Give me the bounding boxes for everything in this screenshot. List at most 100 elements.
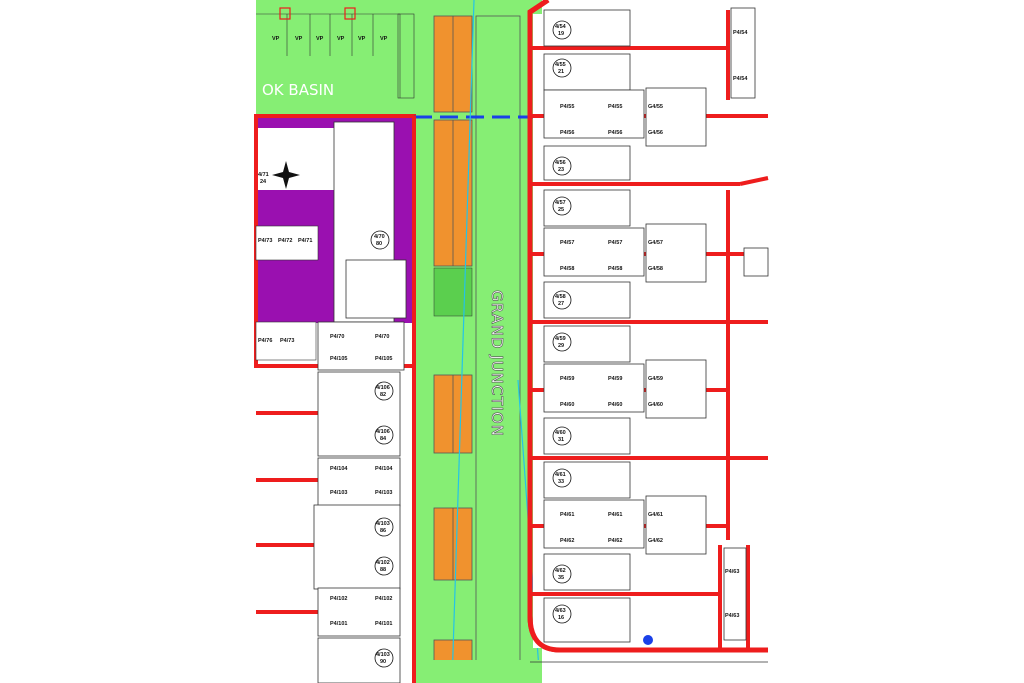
- vp-bays: [256, 7, 415, 99]
- svg-text:4/54: 4/54: [555, 24, 567, 30]
- svg-text:G4/56: G4/56: [648, 130, 663, 136]
- svg-text:4/57: 4/57: [555, 200, 566, 206]
- svg-text:33: 33: [558, 479, 564, 485]
- plot-marker: 4/103 86: [374, 517, 394, 537]
- svg-text:P4/58: P4/58: [608, 266, 622, 272]
- svg-text:P4/76: P4/76: [258, 338, 272, 344]
- svg-text:P4/60: P4/60: [560, 402, 574, 408]
- svg-text:4/103: 4/103: [376, 521, 390, 527]
- svg-text:G4/55: G4/55: [648, 104, 663, 110]
- svg-text:4/102: 4/102: [376, 560, 390, 566]
- purple-zone: [254, 114, 416, 368]
- svg-text:G4/59: G4/59: [648, 376, 663, 382]
- svg-text:31: 31: [558, 437, 564, 443]
- plot-marker: 4/106 84: [374, 425, 394, 445]
- svg-text:84: 84: [380, 436, 387, 442]
- svg-text:P4/73: P4/73: [280, 338, 294, 344]
- svg-text:P4/59: P4/59: [608, 376, 622, 382]
- svg-text:4/106: 4/106: [376, 385, 390, 391]
- small-label-2: 24: [260, 179, 267, 185]
- svg-text:P4/70: P4/70: [375, 334, 389, 340]
- svg-text:VP: VP: [295, 36, 303, 42]
- cyan-line-1: [451, 0, 475, 683]
- basin-label: OK BASIN: [262, 81, 334, 99]
- svg-text:P4/102: P4/102: [375, 596, 392, 602]
- plot-marker: 4/60 31: [552, 426, 572, 446]
- svg-text:G4/58: G4/58: [648, 266, 663, 272]
- svg-text:4/70: 4/70: [374, 234, 385, 240]
- svg-text:P4/56: P4/56: [560, 130, 574, 136]
- plot-marker: 4/63 16: [552, 604, 572, 624]
- svg-text:P4/54: P4/54: [733, 76, 748, 82]
- svg-text:VP: VP: [316, 36, 324, 42]
- purple-parking-labels: P4/73 P4/72 P4/71 P4/76 P4/73: [258, 238, 312, 344]
- svg-text:P4/63: P4/63: [725, 613, 739, 619]
- svg-text:21: 21: [558, 69, 564, 75]
- svg-text:VP: VP: [272, 36, 280, 42]
- svg-text:P4/71: P4/71: [298, 238, 312, 244]
- left-plot-buildings: [313, 321, 405, 683]
- svg-text:P4/55: P4/55: [608, 104, 622, 110]
- svg-text:P4/61: P4/61: [608, 512, 622, 518]
- svg-text:G4/62: G4/62: [648, 538, 663, 544]
- svg-text:P4/54: P4/54: [733, 30, 748, 36]
- svg-text:P4/73: P4/73: [258, 238, 272, 244]
- svg-text:P4/59: P4/59: [560, 376, 574, 382]
- svg-text:P4/105: P4/105: [330, 356, 347, 362]
- left-parking-labels: P4/70 P4/70 P4/105 P4/105 P4/104 P4/104 …: [330, 334, 393, 627]
- svg-text:VP: VP: [358, 36, 366, 42]
- plot-marker: 4/103 90: [374, 648, 394, 668]
- svg-text:90: 90: [380, 659, 386, 665]
- svg-text:29: 29: [558, 343, 564, 349]
- svg-text:16: 16: [558, 615, 564, 621]
- svg-text:25: 25: [558, 207, 564, 213]
- svg-text:82: 82: [380, 392, 386, 398]
- plot-marker: 4/61 33: [552, 468, 572, 488]
- plot-marker: 4/70 80: [370, 230, 390, 250]
- right-plot-markers: 4/54 19 4/55 21 4/56 23 4/57 25 4/58 27 …: [552, 20, 572, 624]
- svg-text:4/61: 4/61: [555, 472, 566, 478]
- svg-text:80: 80: [376, 241, 382, 247]
- svg-text:P4/104: P4/104: [375, 466, 393, 472]
- svg-text:4/103: 4/103: [376, 652, 390, 658]
- svg-text:P4/101: P4/101: [330, 621, 347, 627]
- plot-marker: 4/55 21: [552, 58, 572, 78]
- small-label-1: 4/71: [258, 172, 269, 178]
- svg-text:P4/56: P4/56: [608, 130, 622, 136]
- road-label: GRAND JUNCTION: [488, 290, 506, 437]
- svg-text:19: 19: [558, 31, 564, 37]
- svg-text:P4/61: P4/61: [560, 512, 574, 518]
- svg-text:23: 23: [558, 167, 564, 173]
- svg-text:P4/104: P4/104: [330, 466, 348, 472]
- svg-text:88: 88: [380, 567, 386, 573]
- svg-text:4/62: 4/62: [555, 568, 566, 574]
- vp-labels: VP VP VP VP VP VP: [272, 36, 388, 42]
- left-plot-boundaries: [256, 116, 416, 683]
- plot-marker: 4/57 25: [552, 196, 572, 216]
- right-plot-buildings: [543, 7, 769, 643]
- plot-marker: 4/58 27: [552, 290, 572, 310]
- left-plot-markers: 4/70 80 4/106 82 4/106 84 4/103 86 4/102…: [370, 230, 394, 668]
- svg-text:P4/57: P4/57: [560, 240, 574, 246]
- svg-text:27: 27: [558, 301, 564, 307]
- svg-text:P4/103: P4/103: [375, 490, 392, 496]
- svg-text:P4/103: P4/103: [330, 490, 347, 496]
- road-verge: [475, 15, 521, 683]
- svg-text:P4/62: P4/62: [608, 538, 622, 544]
- svg-text:P4/63: P4/63: [725, 569, 739, 575]
- svg-text:G4/57: G4/57: [648, 240, 663, 246]
- bottom-strip: [416, 660, 542, 683]
- compass-star-icon: [272, 161, 300, 189]
- plot-marker: 4/102 88: [374, 556, 394, 576]
- svg-text:G4/60: G4/60: [648, 402, 663, 408]
- svg-text:35: 35: [558, 575, 564, 581]
- plot-marker: 4/54 19: [552, 20, 572, 40]
- access-point-icon: [643, 635, 653, 645]
- svg-text:4/58: 4/58: [555, 294, 566, 300]
- right-parking-labels: P4/55 P4/55 G4/55 P4/56 P4/56 G4/56 P4/5…: [560, 30, 748, 619]
- svg-text:P4/62: P4/62: [560, 538, 574, 544]
- pedestrian-crossing: [433, 267, 473, 317]
- svg-text:4/60: 4/60: [555, 430, 566, 436]
- svg-text:P4/57: P4/57: [608, 240, 622, 246]
